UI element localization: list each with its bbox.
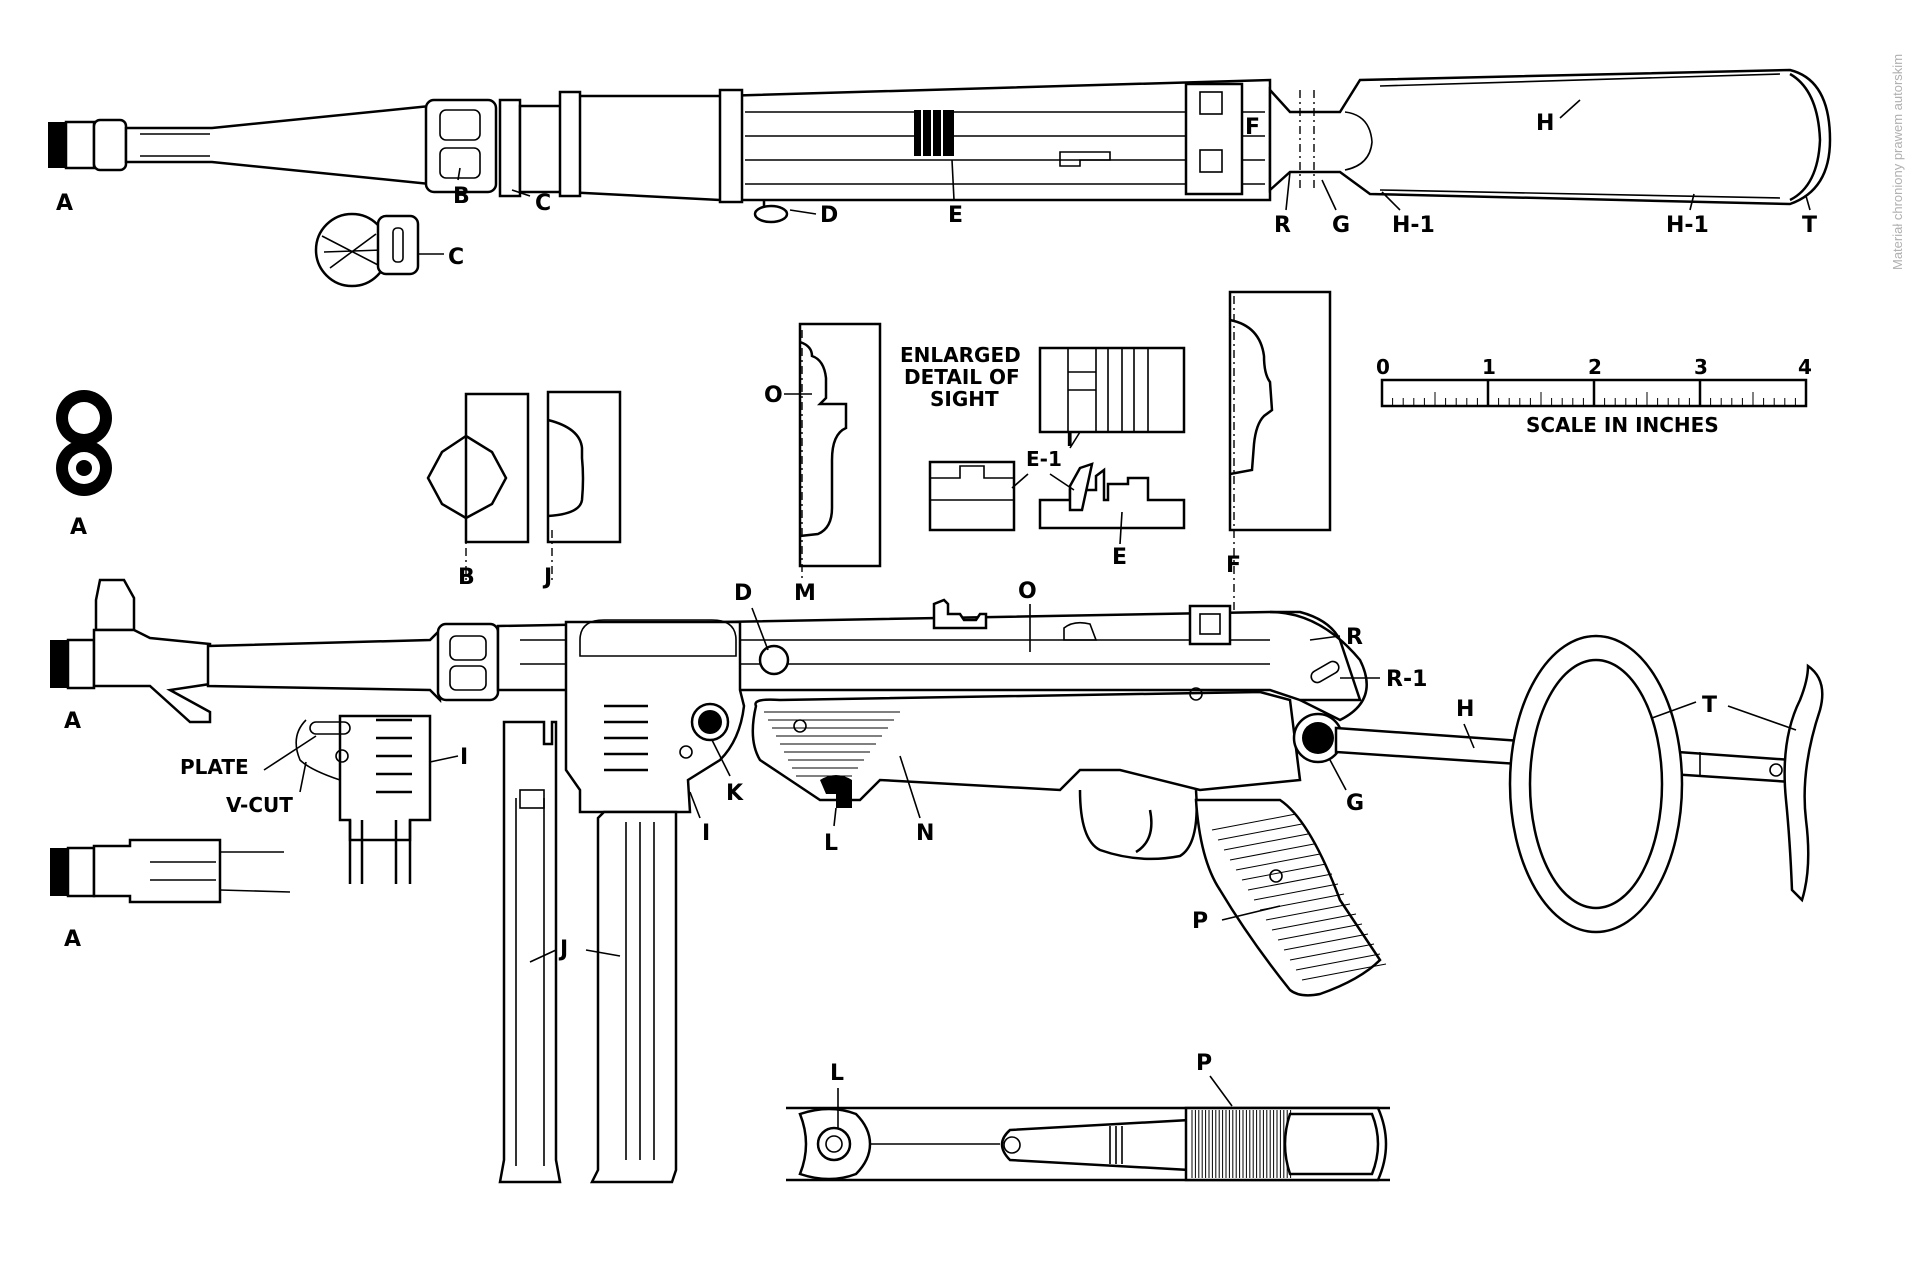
label-g-side: G [1346, 791, 1364, 816]
scale-tick-2: 2 [1588, 355, 1602, 379]
label-r1: R-1 [1386, 667, 1427, 692]
label-a-front: A [70, 515, 87, 540]
scale-tick-1: 1 [1482, 355, 1496, 379]
magazine-front-drawing [498, 720, 562, 1184]
label-j-mag: J [558, 937, 568, 962]
label-n: N [916, 821, 934, 846]
hatch-line [1235, 853, 1321, 871]
section-b: B [426, 392, 530, 590]
enlarged-sight-detail: ENLARGED DETAIL OF SIGHT E-1 I E [900, 343, 1186, 570]
label-g: G [1332, 213, 1350, 238]
label-f-section: F [1226, 553, 1241, 578]
hatch-line [1271, 913, 1357, 931]
enlarged-line-3: SIGHT [930, 387, 999, 411]
scale-caption: SCALE IN INCHES [1526, 413, 1719, 437]
hatch-line [1265, 903, 1351, 921]
side-view-drawing [50, 578, 1824, 997]
label-h-side: H [1456, 697, 1474, 722]
catch-detail-drawing [314, 212, 420, 288]
label-h: H [1536, 111, 1554, 136]
label-e-detail: E [1112, 545, 1127, 570]
magazine-side-drawing [589, 810, 678, 1184]
hatch-line [1253, 883, 1339, 901]
hatch-line [1223, 833, 1309, 851]
label-p-side: P [1192, 909, 1208, 934]
label-e: E [948, 203, 963, 228]
label-a: A [56, 191, 73, 216]
scale-bar: 0 1 2 3 4 SCALE IN INCHES [1376, 355, 1812, 437]
label-i: I [702, 821, 710, 846]
label-t-side: T [1702, 693, 1717, 718]
section-f: F [1226, 290, 1332, 610]
muzzle-front-view: A [56, 390, 112, 540]
hatch-line [1247, 873, 1333, 891]
label-d-side: D [734, 581, 752, 606]
label-k: K [726, 781, 744, 806]
label-h1-right: H-1 [1666, 213, 1709, 238]
label-c: C [535, 191, 551, 216]
label-p-bottom: P [1196, 1051, 1212, 1076]
scale-tick-0: 0 [1376, 355, 1390, 379]
label-l-bottom: L [830, 1061, 844, 1086]
hatch-line [1301, 963, 1387, 981]
label-e1-i: I [1066, 427, 1073, 451]
label-d: D [820, 203, 838, 228]
label-o-side: O [1018, 579, 1037, 604]
label-f: F [1245, 115, 1260, 140]
hatch-line [1229, 843, 1315, 861]
hatch-line [1211, 813, 1297, 831]
section-o: O M [764, 322, 882, 606]
label-t: T [1802, 213, 1817, 238]
label-o-section: O [764, 383, 783, 408]
label-a-side: A [64, 709, 81, 734]
label-a-bottom: A [64, 927, 81, 952]
hatch-line [1217, 823, 1303, 841]
label-plate: PLATE [180, 755, 249, 779]
label-c-detail: C [448, 245, 464, 270]
label-vcut: V-CUT [226, 793, 293, 817]
label-b: B [453, 184, 470, 209]
plate-detail-drawing [295, 714, 432, 884]
enlarged-line-1: ENLARGED [900, 343, 1021, 367]
hatch-line [1241, 863, 1327, 881]
hatch-line [1289, 943, 1375, 961]
label-r-side: R [1346, 625, 1363, 650]
label-r: R [1274, 213, 1291, 238]
section-j: J [542, 390, 622, 590]
hatch-line [1277, 923, 1363, 941]
scale-tick-3: 3 [1694, 355, 1708, 379]
label-b-section: B [458, 565, 475, 590]
top-view-labels: A B C C D E F R G H-1 H-1 H T [56, 99, 1817, 270]
label-l-side: L [824, 831, 838, 856]
hatch-line [1283, 933, 1369, 951]
hatch-line [1295, 953, 1381, 971]
top-view-drawing [48, 68, 1832, 224]
label-e1: E-1 [1026, 447, 1062, 471]
label-j-section: J [542, 565, 552, 590]
copyright-watermark: Materiał chroniony prawem autorskim [1890, 54, 1905, 270]
label-i-plate: I [460, 745, 468, 770]
scale-tick-4: 4 [1798, 355, 1812, 379]
muzzle-side-detail: A [50, 838, 291, 952]
enlarged-line-2: DETAIL OF [904, 365, 1020, 389]
side-view-labels: A D O R R-1 H T G PLATE V-CUT I I K L N … [64, 579, 1797, 963]
label-m: M [794, 581, 816, 606]
label-h1-left: H-1 [1392, 213, 1435, 238]
bottom-view-drawing: L P [786, 1051, 1390, 1182]
